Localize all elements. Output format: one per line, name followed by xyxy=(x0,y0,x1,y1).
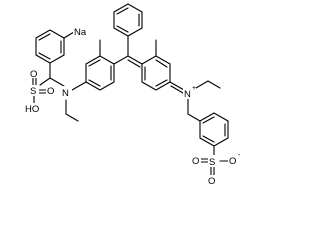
sulfonic-acid-oxygen-top-label: O xyxy=(30,69,37,80)
sulfonate-oxygen-anion-label: O xyxy=(229,156,236,167)
sulfonate-oxygen-bottom-label: O xyxy=(208,176,215,187)
sulfonate-sulfur-label: S xyxy=(209,157,215,168)
sulfonic-acid-hydroxyl-label: HO xyxy=(25,104,39,115)
sulfonic-acid-sulfur-label: S xyxy=(30,86,36,97)
iminium-nitrogen-label: N xyxy=(184,89,191,100)
sulfonate-charge-label: - xyxy=(238,152,241,159)
chemical-structure-diagram: Na S O O HO N N + S O O O - xyxy=(24,3,241,187)
atom-labels: Na S O O HO N N + S O O O - xyxy=(24,25,241,187)
amine-nitrogen-label: N xyxy=(62,88,69,99)
sulfonate-oxygen-left-label: O xyxy=(192,156,199,167)
structure-canvas: Na S O O HO N N + S O O O - xyxy=(24,3,241,187)
bond-lines xyxy=(32,3,230,176)
iminium-charge-label: + xyxy=(192,85,196,92)
sulfonic-acid-oxygen-right-label: O xyxy=(47,86,54,97)
sodium-label: Na xyxy=(74,27,87,38)
